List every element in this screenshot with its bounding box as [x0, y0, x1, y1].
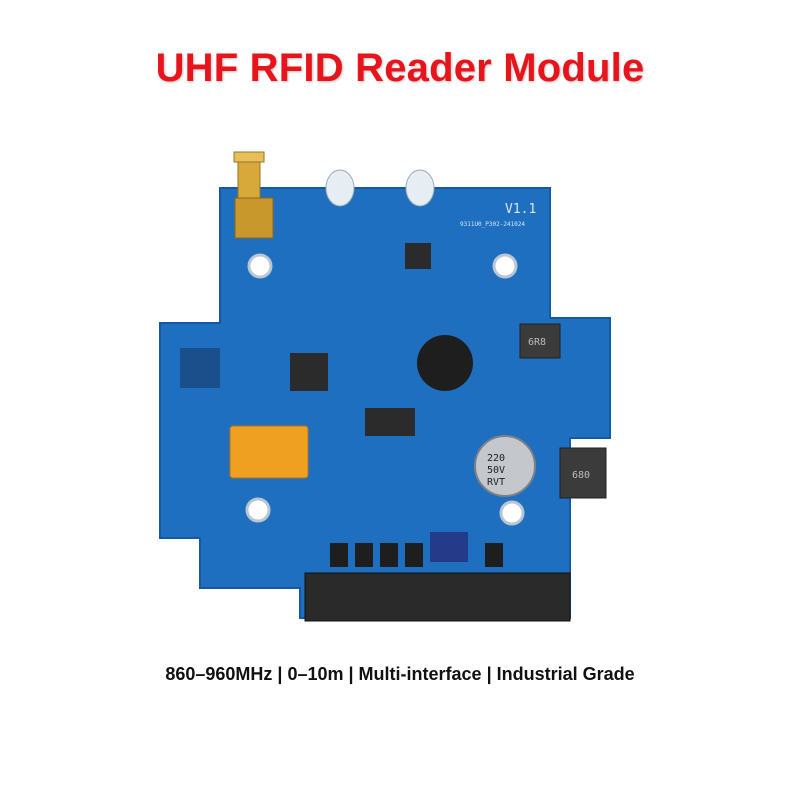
mounting-holes [245, 253, 525, 526]
buzzer [417, 335, 473, 391]
terminal-header [304, 572, 571, 622]
relay [229, 425, 309, 479]
part-number-label: 9311U0_P302-241024 [460, 221, 525, 228]
svg-text:680: 680 [572, 470, 590, 481]
ic-chips [180, 243, 431, 436]
page-title: UHF RFID Reader Module [155, 46, 645, 90]
version-label: V1.1 [505, 202, 536, 217]
svg-text:220: 220 [487, 453, 505, 464]
power-components [330, 532, 503, 567]
led-indicators [325, 169, 435, 207]
rfid-reader-board-photo: 220 50V RVT 6R8 680 V1.1 9311U0_P302-241… [140, 148, 630, 628]
svg-text:50V: 50V [487, 465, 505, 476]
inductors: 6R8 680 [519, 323, 607, 499]
pcb-board [159, 187, 611, 619]
spec-caption: 860–960MHz | 0–10m | Multi-interface | I… [165, 664, 635, 684]
svg-text:RVT: RVT [487, 477, 505, 488]
svg-text:6R8: 6R8 [528, 337, 546, 348]
sma-antenna-connector [233, 151, 274, 239]
electrolytic-capacitor: 220 50V RVT [474, 435, 536, 497]
